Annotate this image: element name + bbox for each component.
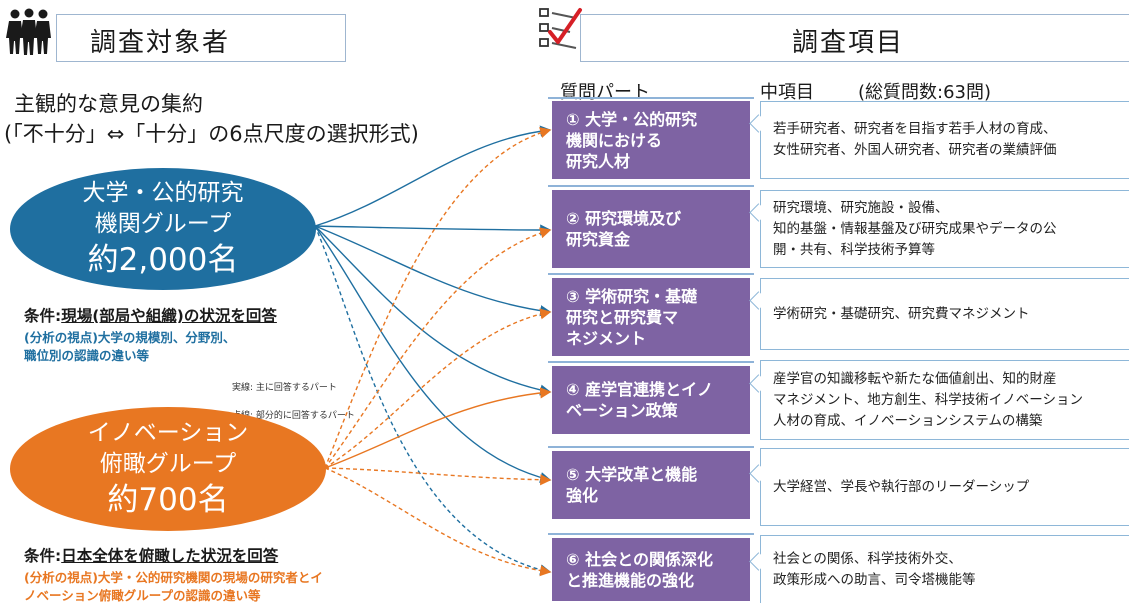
part-1-label: ① 大学・公的研究 機関における 研究人材 xyxy=(566,109,698,171)
part-6-box: ⑥ 社会との関係深化 と推進機能の強化 xyxy=(552,538,750,601)
part-2-items: 研究環境、研究施設・設備、 知的基盤・情報基盤及び研究成果やデータの公 開・共有… xyxy=(760,190,1129,268)
orange-dashed-part-2 xyxy=(324,227,552,469)
group-innovation-line2: 俯瞰グループ xyxy=(99,451,237,477)
item-column-header: 中項目 xyxy=(760,82,814,103)
people-icon xyxy=(6,8,52,56)
group-university-note: (分析の視点)大学の規模別、分野別、 職位別の認識の違い等 xyxy=(24,330,236,363)
total-questions: (総質問数:63問) xyxy=(858,82,992,103)
blue-line-part-2 xyxy=(314,224,552,236)
blue-line-part-4 xyxy=(314,225,552,396)
blue-line-part-1 xyxy=(314,125,552,227)
part-4-items-text: 産学官の知識移転や新たな価値創出、知的財産 マネジメント、地方創生、科学技術イノ… xyxy=(773,370,1083,429)
group-innovation-count: 約700名 xyxy=(107,482,229,518)
condition-label: 条件: xyxy=(24,307,62,325)
right-header-title: 調査項目 xyxy=(792,28,905,58)
orange-dashed-part-5 xyxy=(324,467,552,486)
legend-solid: 実線: 主に回答するパート xyxy=(232,383,337,393)
condition-text: 現場(部局や組織)の状況を回答 xyxy=(61,307,277,325)
group-university-count: 約2,000名 xyxy=(87,242,239,278)
row-divider xyxy=(548,273,754,275)
right-header-box xyxy=(580,14,1129,62)
part-5-items: 大学経営、学長や執行部のリーダーシップ xyxy=(760,448,1129,526)
intro-line-2: (「不十分」⇔「十分」の6点尺度の選択形式) xyxy=(4,122,419,146)
orange-dashed-part-3 xyxy=(324,308,552,469)
left-header-box xyxy=(56,14,346,62)
part-5-box: ⑤ 大学改革と機能 強化 xyxy=(552,451,750,519)
part-1-box: ① 大学・公的研究 機関における 研究人材 xyxy=(552,101,750,179)
group-innovation-condition: 条件:日本全体を俯瞰した状況を回答 xyxy=(24,544,278,566)
group-innovation-note: (分析の視点)大学・公的研究機関の現場の研究者とイ ノベーション俯瞰グループの認… xyxy=(24,570,323,603)
part-3-label: ③ 学術研究・基礎 研究と研究費マ ネジメント xyxy=(566,286,698,348)
row-divider xyxy=(548,361,754,363)
part-5-label: ⑤ 大学改革と機能 強化 xyxy=(566,465,698,505)
condition-text: 日本全体を俯瞰した状況を回答 xyxy=(61,547,279,565)
row-divider xyxy=(548,533,754,535)
part-4-items: 産学官の知識移転や新たな価値創出、知的財産 マネジメント、地方創生、科学技術イノ… xyxy=(760,360,1129,440)
part-2-label: ② 研究環境及び 研究資金 xyxy=(566,209,682,249)
condition-label: 条件: xyxy=(24,547,62,565)
orange-dashed-part-1 xyxy=(324,127,552,469)
row-divider xyxy=(548,185,754,187)
part-4-box: ④ 産学官連携とイノ ベーション政策 xyxy=(552,366,750,434)
blue-line-part-5 xyxy=(314,225,552,484)
part-5-items-text: 大学経営、学長や執行部のリーダーシップ xyxy=(773,478,1030,495)
checklist-icon xyxy=(538,6,584,56)
part-1-items-text: 若手研究者、研究者を目指す若手人材の育成、 女性研究者、外国人研究者、研究者の業… xyxy=(773,121,1057,158)
part-3-items-text: 学術研究・基礎研究、研究費マネジメント xyxy=(773,305,1030,322)
part-6-items: 社会との関係、科学技術外交、 政策形成への助言、司令塔機能等 xyxy=(760,535,1129,603)
blue-dashed-part-6 xyxy=(314,225,552,576)
part-1-items: 若手研究者、研究者を目指す若手人材の育成、 女性研究者、外国人研究者、研究者の業… xyxy=(760,101,1129,179)
orange-line-part-4 xyxy=(324,387,552,469)
part-6-label: ⑥ 社会との関係深化 と推進機能の強化 xyxy=(566,549,713,590)
group-university-line1: 大学・公的研究 xyxy=(82,180,244,206)
part-6-items-text: 社会との関係、科学技術外交、 政策形成への助言、司令塔機能等 xyxy=(773,550,976,588)
group-innovation-ellipse: イノベーション 俯瞰グループ 約700名 xyxy=(10,407,326,531)
part-3-box: ③ 学術研究・基礎 研究と研究費マ ネジメント xyxy=(552,278,750,356)
row-divider xyxy=(548,97,754,99)
group-university-ellipse: 大学・公的研究 機関グループ 約2,000名 xyxy=(10,168,316,290)
blue-line-part-3 xyxy=(314,225,552,317)
row-divider xyxy=(548,446,754,448)
orange-dashed-part-6 xyxy=(324,467,552,577)
part-4-label: ④ 産学官連携とイノ ベーション政策 xyxy=(566,380,714,420)
part-2-box: ② 研究環境及び 研究資金 xyxy=(552,190,750,268)
group-university-condition: 条件:現場(部局や組織)の状況を回答 xyxy=(24,304,277,326)
group-innovation-line1: イノベーション xyxy=(87,420,249,446)
left-header-title: 調査対象者 xyxy=(90,28,231,58)
group-university-line2: 機関グループ xyxy=(94,211,232,237)
part-2-items-text: 研究環境、研究施設・設備、 知的基盤・情報基盤及び研究成果やデータの公 開・共有… xyxy=(773,199,1057,258)
intro-line-1: 主観的な意見の集約 xyxy=(14,92,203,116)
part-3-items: 学術研究・基礎研究、研究費マネジメント xyxy=(760,278,1129,350)
